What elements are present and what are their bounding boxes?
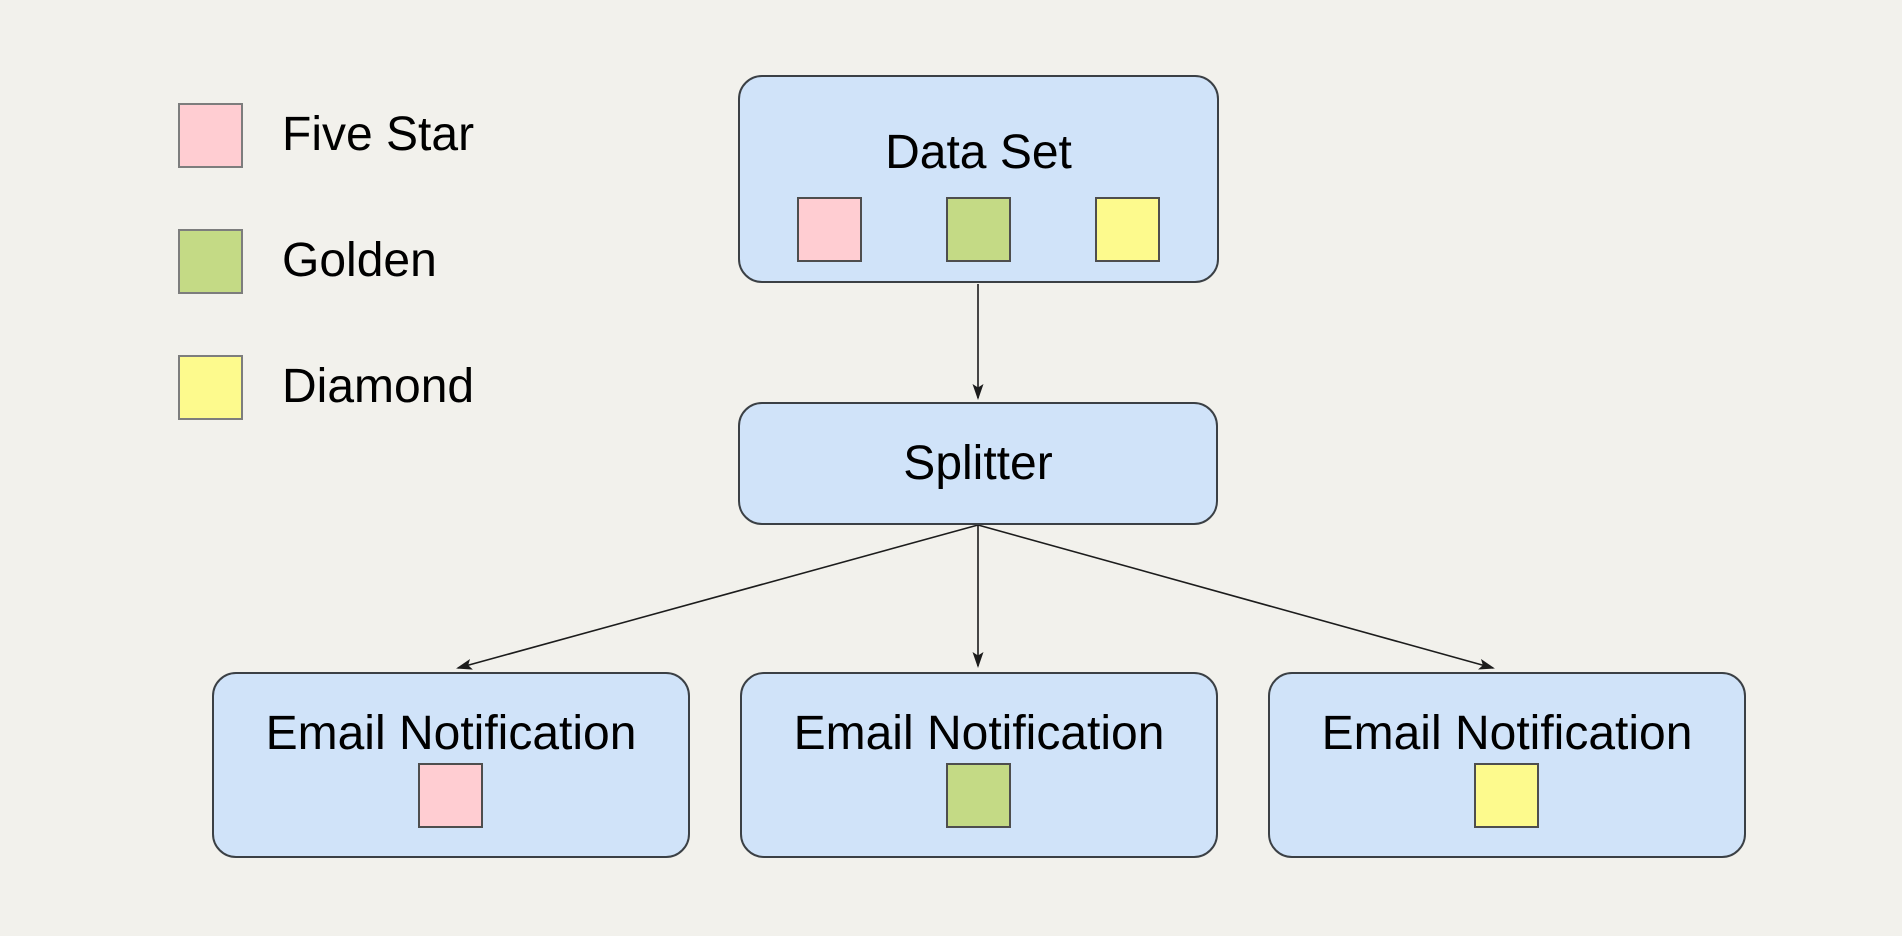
node-email-notification-diamond[interactable]: Email Notification (1268, 672, 1746, 858)
chip-diamond (1474, 763, 1539, 828)
node-splitter[interactable]: Splitter (738, 402, 1218, 525)
node-email-notification-title: Email Notification (265, 707, 637, 760)
chip-five-star (797, 197, 862, 262)
legend: Five Star Golden Diamond (178, 102, 475, 420)
node-email-notification-title: Email Notification (793, 707, 1165, 760)
node-data-set-title: Data Set (885, 126, 1072, 179)
legend-swatch-diamond (178, 354, 243, 420)
node-data-set[interactable]: Data Set (738, 75, 1219, 283)
legend-swatch-golden (178, 228, 243, 294)
node-data-set-chips (740, 197, 1217, 262)
legend-label-five-star: Five Star (282, 108, 475, 161)
chip-diamond (1095, 197, 1160, 262)
edge-splitter-to-output-1 (456, 524, 979, 670)
node-email-notification-title: Email Notification (1321, 707, 1693, 760)
chip-five-star (418, 763, 483, 828)
node-email-notification-golden[interactable]: Email Notification (740, 672, 1218, 858)
legend-item-diamond[interactable]: Diamond (178, 354, 475, 420)
legend-item-five-star[interactable]: Five Star (178, 102, 475, 168)
node-email-notification-five-star[interactable]: Email Notification (212, 672, 690, 858)
legend-label-golden: Golden (282, 234, 437, 287)
chip-golden (946, 197, 1011, 262)
legend-label-diamond: Diamond (282, 360, 475, 413)
edge-splitter-to-output-3 (977, 524, 1495, 670)
node-splitter-title: Splitter (903, 436, 1053, 490)
legend-swatch-five-star (178, 102, 243, 168)
legend-item-golden[interactable]: Golden (178, 228, 474, 294)
chip-golden (946, 763, 1011, 828)
